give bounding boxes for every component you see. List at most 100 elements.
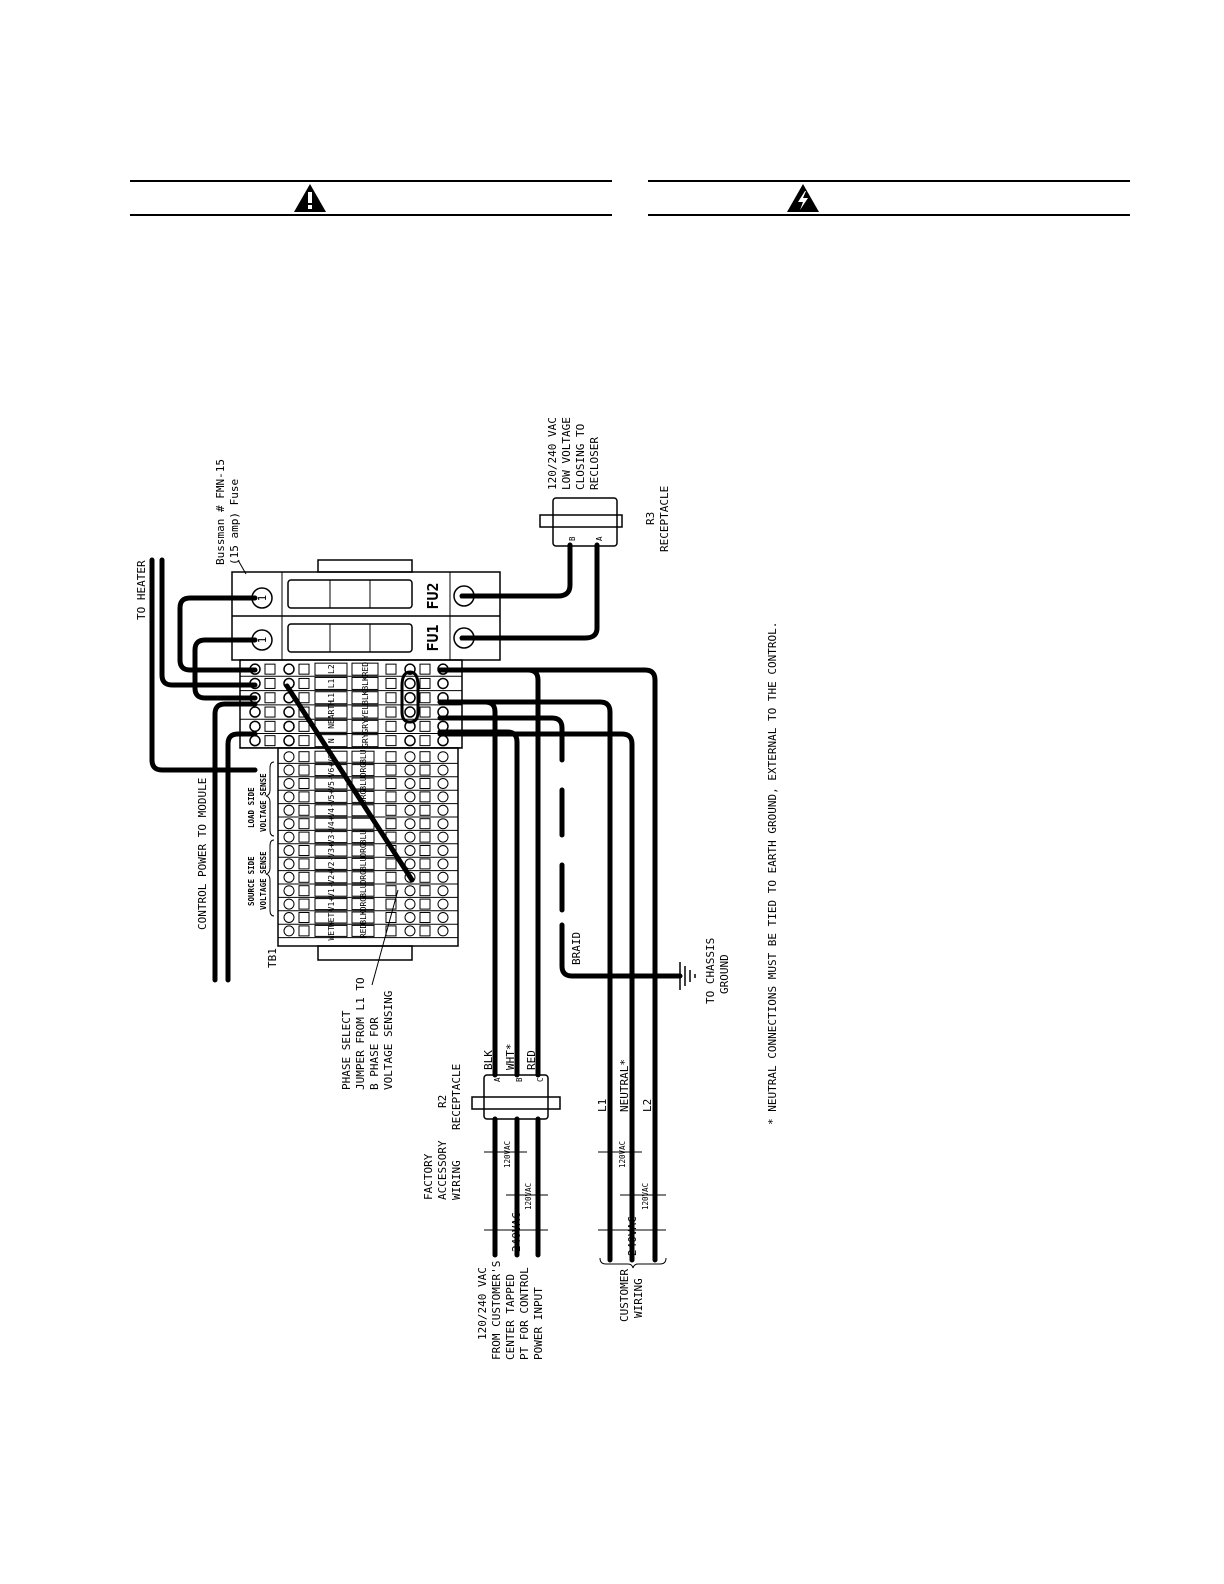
sense-name-box bbox=[314, 924, 348, 937]
tb-name-box bbox=[314, 676, 348, 690]
fu2-label: FU2 bbox=[424, 582, 442, 609]
sense-name-box bbox=[314, 884, 348, 897]
sense-screw-far-right bbox=[437, 858, 449, 870]
hazard-rule-top bbox=[648, 180, 1130, 182]
sense-row-color: BLU bbox=[359, 856, 368, 871]
sense-square-left bbox=[298, 885, 310, 897]
sense-row-color: ORG bbox=[359, 789, 368, 804]
sense-square-left bbox=[298, 791, 310, 803]
r2-pin-c: C bbox=[536, 1077, 545, 1082]
sense-square-right-1 bbox=[385, 751, 397, 763]
sense-screw-left bbox=[283, 858, 295, 870]
sense-color-box bbox=[351, 898, 375, 911]
r3-wire-b bbox=[459, 542, 573, 599]
r2-color-red: RED bbox=[525, 1050, 538, 1070]
sense-square-right-1 bbox=[385, 898, 397, 910]
sense-square-right-2 bbox=[419, 858, 431, 870]
tb-color-box bbox=[351, 662, 379, 676]
tb-square-left bbox=[264, 706, 276, 718]
sense-screw-far-right bbox=[437, 751, 449, 763]
fu2-loop-wire bbox=[192, 637, 258, 701]
customer-120vac-2: 120VAC bbox=[641, 1183, 650, 1210]
sense-screw-right bbox=[404, 751, 416, 763]
customer-l1-wire bbox=[437, 699, 613, 1263]
tb-square-left bbox=[264, 735, 276, 747]
customer-wiring-1: CUSTOMER bbox=[618, 1269, 631, 1322]
fu1-loop-wire bbox=[177, 595, 258, 673]
sense-square-left bbox=[298, 912, 310, 923]
tb-square-right-2 bbox=[419, 735, 431, 747]
tb-color-box bbox=[351, 691, 379, 705]
fuse-terminal-2a: 2 bbox=[458, 593, 471, 600]
sense-color-box bbox=[351, 844, 375, 857]
sense-screw-right bbox=[404, 791, 416, 803]
r3-label-1: R3 bbox=[644, 512, 657, 525]
sense-name-box bbox=[314, 817, 348, 830]
heater-wire-1 bbox=[149, 557, 258, 773]
earth-wire bbox=[437, 715, 565, 763]
tb-screw-far-right bbox=[437, 677, 449, 690]
wires bbox=[149, 542, 683, 1263]
r2-label-1: R2 bbox=[436, 1095, 449, 1108]
control-power-wire-2 bbox=[225, 731, 258, 983]
sense-row-color: BLU bbox=[359, 830, 368, 845]
sense-square-right-1 bbox=[385, 885, 397, 897]
sense-square-right-2 bbox=[419, 845, 431, 856]
tb-color-box bbox=[351, 719, 379, 733]
load-side-label-2: VOLTAGE SENSE bbox=[259, 773, 268, 832]
sense-color-box bbox=[351, 831, 375, 844]
sense-row-color: ORG bbox=[359, 897, 368, 912]
r2-pin-b: B bbox=[515, 1077, 524, 1082]
tb-name-box bbox=[314, 662, 348, 676]
sense-screw-left bbox=[283, 925, 295, 937]
r2-label-2: RECEPTACLE bbox=[450, 1064, 463, 1130]
sense-screw-far-right bbox=[437, 898, 449, 910]
tb-screw-far-right bbox=[437, 734, 449, 747]
tb-square-right-2 bbox=[419, 677, 431, 689]
customer-l2-wire bbox=[437, 667, 658, 1263]
sense-name-box bbox=[314, 831, 348, 844]
sense-row-color: BLU bbox=[359, 749, 368, 764]
tb-row-name: L1 bbox=[327, 693, 336, 703]
hazard-rule-bottom bbox=[648, 214, 1130, 216]
tb-screw-far-right bbox=[437, 706, 449, 718]
r2-color-blk: BLK bbox=[482, 1050, 495, 1070]
tb-square-mid-left bbox=[298, 663, 310, 675]
factory-voltage-ticks bbox=[484, 1151, 548, 1231]
sense-screw-right bbox=[404, 845, 416, 856]
sense-row-name: V3+ bbox=[327, 843, 336, 858]
customer-source-5: POWER INPUT bbox=[532, 1287, 545, 1360]
sense-row-color: ORG bbox=[359, 870, 368, 885]
phase-select-jumper bbox=[284, 683, 415, 883]
tb-square-mid-left bbox=[298, 735, 310, 747]
tb-screw-left bbox=[249, 734, 261, 747]
sense-square-right-1 bbox=[385, 871, 397, 883]
sense-screw-right bbox=[404, 804, 416, 816]
braid-wire bbox=[559, 922, 683, 979]
neutral-note: * NEUTRAL CONNECTIONS MUST BE TIED TO EA… bbox=[766, 622, 779, 1125]
sense-square-right-1 bbox=[385, 764, 397, 776]
sense-screw-right bbox=[404, 885, 416, 897]
tb-name-box bbox=[314, 691, 348, 705]
sense-screw-far-right bbox=[437, 778, 449, 789]
factory-240vac: 240VAC bbox=[510, 1212, 523, 1252]
factory-120vac-1: 120VAC bbox=[503, 1141, 512, 1168]
sense-screw-right bbox=[404, 831, 416, 843]
sense-square-right-2 bbox=[419, 885, 431, 897]
sense-square-right-2 bbox=[419, 818, 431, 830]
r3-text-3: CLOSING TO bbox=[574, 424, 587, 490]
sense-screw-right bbox=[404, 764, 416, 776]
sense-square-left bbox=[298, 898, 310, 910]
tb-row-name: L1 bbox=[327, 678, 336, 688]
sense-row-color: BLU bbox=[359, 883, 368, 898]
chassis-ground-1: TO CHASSIS bbox=[704, 938, 717, 1004]
customer-source-1: 120/240 VAC bbox=[476, 1267, 489, 1340]
factory-wiring-2: ACCESSORY bbox=[436, 1140, 449, 1200]
sense-square-left bbox=[298, 804, 310, 816]
source-side-label-2: VOLTAGE SENSE bbox=[259, 851, 268, 910]
source-side-brace bbox=[265, 839, 275, 917]
tb-square-left bbox=[264, 720, 276, 732]
fuse-terminal-1a: 1 bbox=[256, 595, 269, 602]
phase-select-line-4: VOLTAGE SENSING bbox=[382, 991, 395, 1090]
